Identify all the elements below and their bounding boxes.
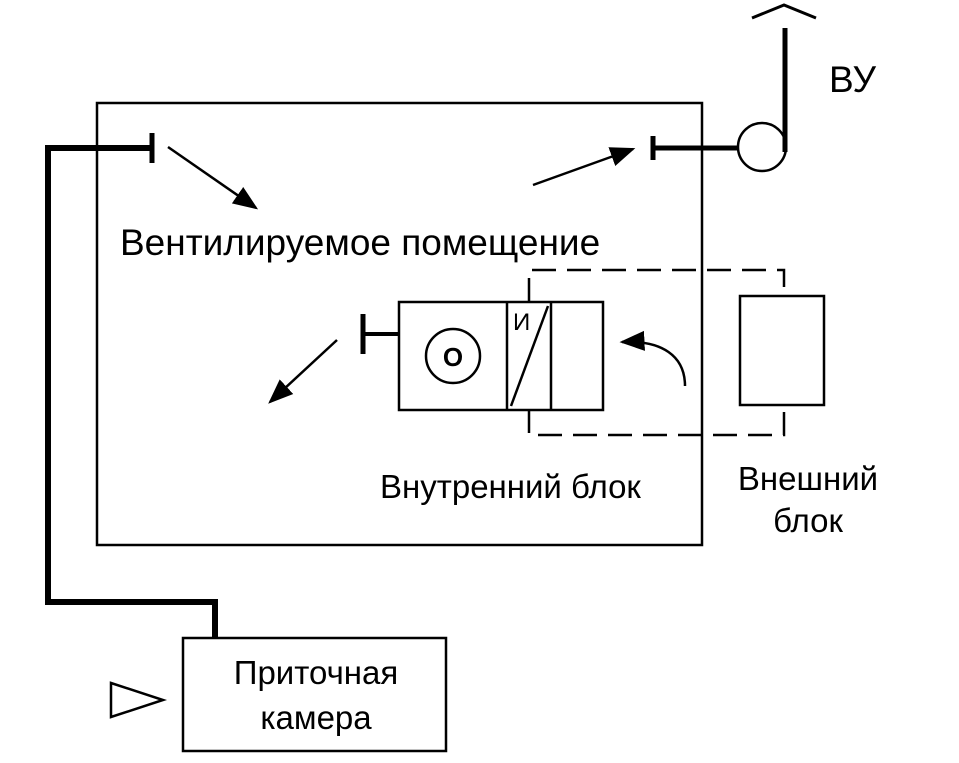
supply-duct-line (45, 145, 218, 638)
supply-airflow-arrow (167, 145, 259, 210)
indoor-unit-label: Внутренний блок (380, 468, 641, 505)
exhaust-fan-icon (736, 121, 788, 173)
exhaust-airflow-arrow (532, 147, 636, 187)
indoor-outflow-arrow (268, 339, 338, 404)
return-air-arrow (619, 330, 687, 387)
indoor-fan-label: О (443, 342, 463, 372)
room-label: Вентилируемое помещение (120, 222, 600, 263)
refrigerant-line-top (527, 268, 786, 302)
supply-chamber-box (181, 636, 448, 753)
air-intake-icon (109, 681, 168, 719)
supply-chamber-label-line1: Приточная (234, 654, 399, 691)
indoor-fan-icon (424, 327, 482, 385)
ventilated-room-box (95, 101, 704, 547)
evaporator-label: И (513, 309, 530, 336)
exhaust-stack-cap-icon (751, 3, 817, 20)
refrigerant-line-bottom (527, 405, 786, 437)
outdoor-unit-label-line2: блок (773, 502, 843, 539)
supply-chamber-label-line2: камера (260, 699, 372, 736)
outdoor-unit-box (738, 294, 826, 407)
evaporator-icon (509, 305, 550, 407)
exhaust-unit-label: ВУ (829, 59, 876, 100)
outdoor-unit-label-line1: Внешний (738, 460, 878, 497)
